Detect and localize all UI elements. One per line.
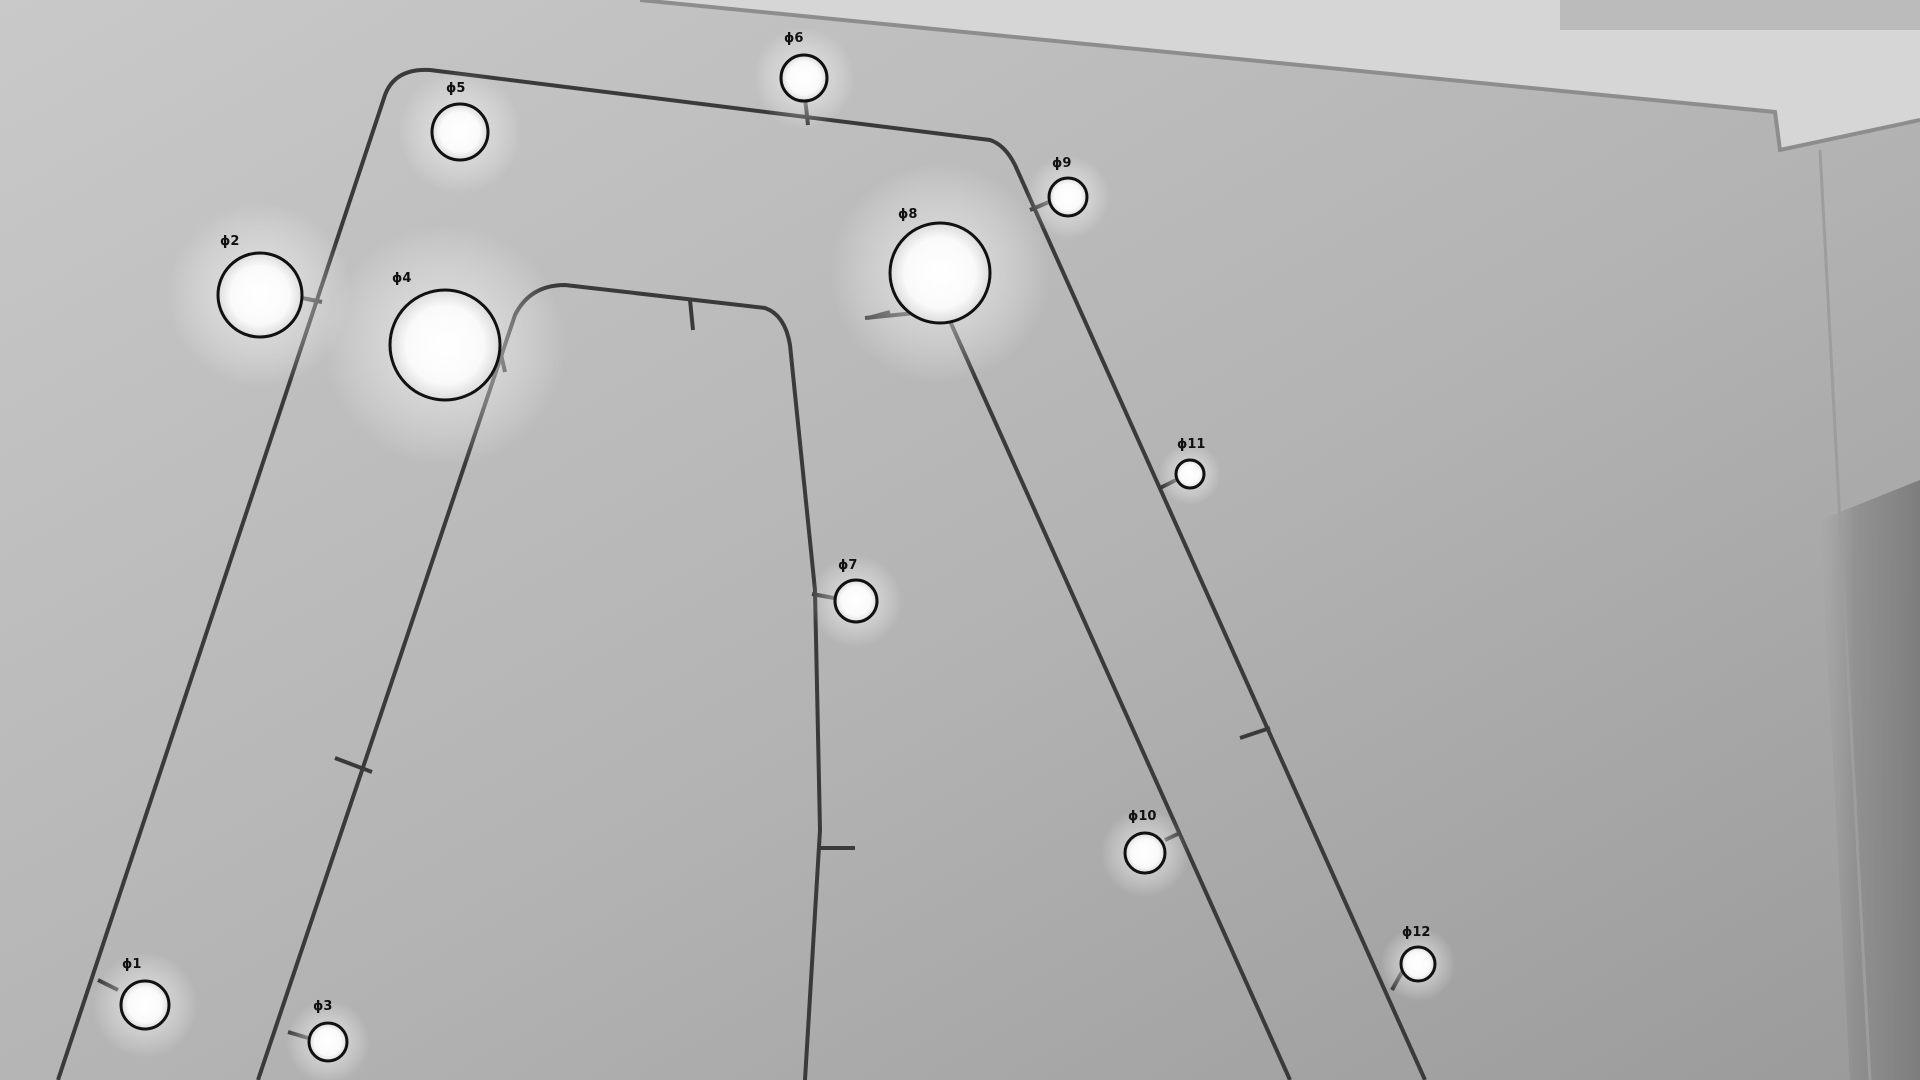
- light-circle: [216, 251, 304, 339]
- light-circle: [388, 288, 502, 402]
- light-circle: [888, 221, 992, 325]
- marker-label: ϕ10: [1128, 809, 1156, 824]
- marker-label: ϕ2: [220, 234, 239, 249]
- ceiling-trim: [640, 0, 1920, 150]
- light-marker: ϕ5: [398, 70, 522, 194]
- marker-label: ϕ11: [1177, 437, 1205, 452]
- light-circle: [1047, 176, 1089, 218]
- light-marker: ϕ6: [753, 27, 855, 129]
- light-marker: ϕ8: [830, 163, 1050, 383]
- marker-label: ϕ3: [313, 999, 332, 1014]
- light-circle: [430, 102, 490, 162]
- ceiling-trim-edge: [639, 0, 1920, 153]
- light-marker: ϕ7: [809, 554, 903, 648]
- light-marker: ϕ10: [1101, 809, 1189, 897]
- light-circle: [119, 979, 171, 1031]
- light-marker: ϕ2: [167, 202, 353, 388]
- marker-label: ϕ4: [392, 271, 411, 286]
- light-circle: [779, 53, 829, 103]
- marker-label: ϕ6: [784, 31, 803, 46]
- light-circle: [1174, 458, 1206, 490]
- marker-label: ϕ7: [838, 558, 857, 573]
- light-marker: ϕ11: [1159, 437, 1221, 505]
- light-marker: ϕ4: [324, 224, 566, 466]
- light-marker: ϕ9: [1026, 155, 1110, 239]
- marker-label: ϕ9: [1052, 156, 1071, 171]
- light-marker: ϕ3: [286, 999, 370, 1080]
- light-circle: [833, 578, 879, 624]
- ceiling-shadow: [1560, 0, 1920, 30]
- wall-corner: [1818, 149, 1872, 1080]
- light-circle: [307, 1021, 349, 1063]
- marker-label: ϕ5: [446, 81, 465, 96]
- light-circle: [1399, 945, 1437, 983]
- marker-label: ϕ8: [898, 207, 917, 222]
- light-marker: ϕ12: [1380, 925, 1456, 1002]
- light-circle: [1123, 831, 1167, 875]
- marker-label: ϕ12: [1402, 925, 1430, 940]
- marker-label: ϕ1: [122, 957, 141, 972]
- wire-outer-arch: [56, 67, 1427, 1080]
- light-markers: ϕ1 ϕ2 ϕ3 ϕ4 ϕ5 ϕ6 ϕ7 ϕ8 ϕ9 ϕ10 ϕ11 ϕ12: [92, 27, 1456, 1080]
- light-marker: ϕ1: [92, 952, 198, 1058]
